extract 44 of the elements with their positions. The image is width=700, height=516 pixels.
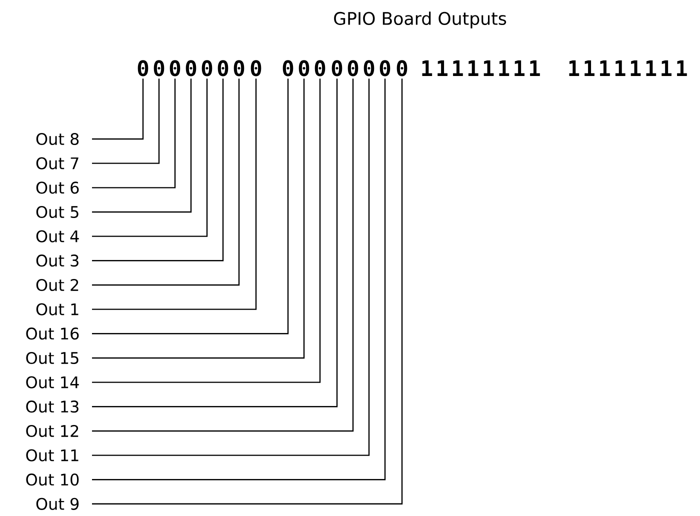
- output-label: Out 15: [26, 352, 78, 364]
- output-label: Out 1: [36, 303, 78, 316]
- output-label: Out 10: [26, 474, 79, 486]
- bit-digit: 0: [314, 60, 326, 76]
- leader-line: [92, 78, 160, 164]
- byte-value: 11111111: [569, 60, 687, 76]
- bit-digit: 0: [170, 60, 180, 76]
- title: GPIO Board Outputs: [334, 12, 506, 28]
- bit-digit: 0: [218, 60, 228, 76]
- output-label: Out 6: [36, 182, 79, 194]
- bit-digit: 0: [138, 60, 148, 76]
- output-label: Out 8: [36, 132, 79, 146]
- output-label: Out 9: [36, 498, 79, 510]
- bit-digit: 0: [332, 60, 342, 76]
- bit-digit: 0: [348, 60, 358, 76]
- leader-line: [92, 78, 224, 262]
- bit-digit: 0: [234, 60, 244, 76]
- bit-digit: 0: [250, 60, 262, 76]
- output-label: Out 5: [36, 206, 78, 218]
- output-label: Out 11: [26, 449, 78, 462]
- byte-value: 11111111: [422, 60, 540, 76]
- bit-digit: 0: [202, 60, 212, 76]
- leader-line: [92, 78, 208, 237]
- output-label: Out 13: [26, 400, 78, 413]
- output-label: Out 7: [36, 157, 78, 170]
- bit-digit: 0: [396, 60, 408, 76]
- output-label: Out 2: [36, 278, 78, 292]
- bit-digit: 0: [186, 60, 196, 76]
- leader-line: [92, 78, 289, 334]
- leader-line: [92, 78, 240, 286]
- leader-line: [92, 78, 176, 188]
- output-label: Out 16: [26, 328, 79, 340]
- output-label: Out 3: [36, 254, 78, 267]
- leader-line: [92, 78, 192, 213]
- output-label: Out 4: [36, 230, 79, 242]
- leader-line: [92, 78, 257, 310]
- bit-digit: 0: [380, 60, 390, 76]
- bit-digit: 0: [364, 60, 374, 76]
- bit-digit: 0: [154, 60, 164, 76]
- bit-digit: 0: [298, 60, 310, 76]
- leader-line: [92, 78, 144, 140]
- output-label: Out 14: [26, 376, 79, 388]
- bit-digit: 0: [282, 60, 294, 76]
- output-label: Out 12: [26, 424, 78, 438]
